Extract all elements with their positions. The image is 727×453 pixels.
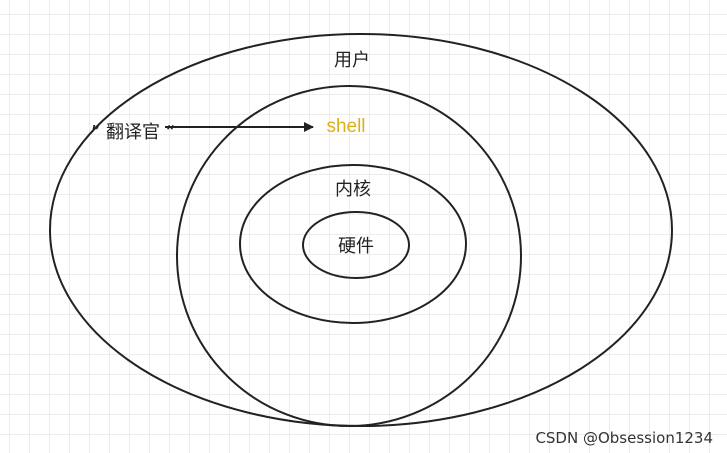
- kernel-layer-label: 内核: [335, 179, 371, 200]
- csdn-watermark: CSDN @Obsession1234: [535, 429, 713, 447]
- translator-label: ” 翻译官 “: [91, 122, 175, 143]
- user-layer-ring: [49, 33, 673, 427]
- hardware-layer-label: 硬件: [338, 236, 374, 257]
- shell-layer-label: shell: [326, 116, 365, 137]
- shell-layer-ring: [176, 85, 522, 427]
- kernel-layer-ring: [239, 164, 467, 324]
- hardware-layer-ring: [302, 211, 410, 279]
- user-layer-label: 用户: [334, 50, 370, 71]
